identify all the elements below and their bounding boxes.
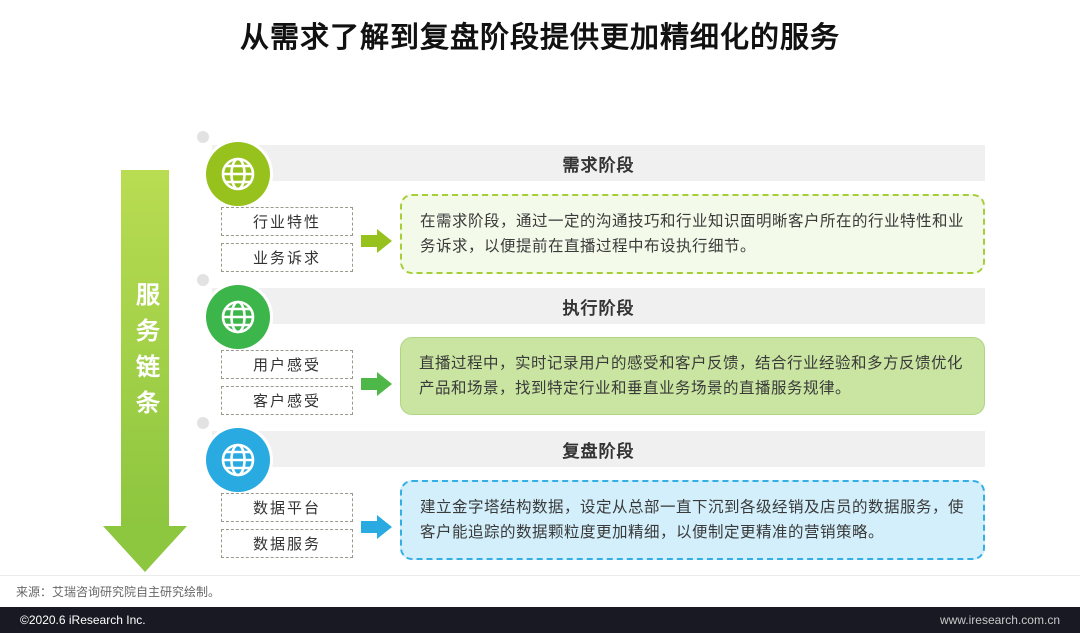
service-chain-arrowhead-icon	[103, 526, 187, 572]
globe-icon	[197, 417, 273, 495]
right-arrow-icon	[361, 229, 393, 253]
tag-list: 用户感受 客户感受	[221, 350, 353, 415]
stage-header-bar: 复盘阶段	[212, 431, 985, 467]
source-row: 来源：艾瑞咨询研究院自主研究绘制。	[0, 575, 1080, 607]
globe-icon	[197, 131, 273, 209]
service-chain-arrow: 服务链条	[103, 170, 187, 572]
stage-name: 执行阶段	[562, 298, 635, 318]
service-chain-label: 服务链条	[131, 282, 159, 426]
stage-description: 建立金字塔结构数据，设定从总部一直下沉到各级经销及店员的数据服务，使客户能追踪的…	[400, 480, 985, 561]
footer-website: www.iresearch.com.cn	[939, 613, 1060, 627]
tag-list: 行业特性 业务诉求	[221, 207, 353, 272]
stage-header-bar: 需求阶段	[212, 145, 985, 181]
decorative-dot-icon	[197, 131, 209, 143]
stage-header-bar: 执行阶段	[212, 288, 985, 324]
stage-name: 复盘阶段	[562, 441, 635, 461]
decorative-dot-icon	[197, 417, 209, 429]
stage-row-demand: 需求阶段 行业特性 业务诉求 在需求阶段，通过一定的沟通技巧和行业知识面明晰客	[0, 131, 1080, 286]
decorative-dot-icon	[197, 274, 209, 286]
footer-copyright: ©2020.6 iResearch Inc.	[20, 613, 146, 627]
tag-user-feeling: 用户感受	[221, 350, 353, 379]
page-title: 从需求了解到复盘阶段提供更加精细化的服务	[239, 22, 840, 54]
tag-industry-trait: 行业特性	[221, 207, 353, 236]
stage-name: 需求阶段	[562, 155, 635, 175]
tag-client-feeling: 客户感受	[221, 386, 353, 415]
stage-description: 在需求阶段，通过一定的沟通技巧和行业知识面明晰客户所在的行业特性和业务诉求，以便…	[400, 194, 985, 275]
tag-data-platform: 数据平台	[221, 493, 353, 522]
right-arrow-icon	[361, 515, 393, 539]
stage-description: 直播过程中，实时记录用户的感受和客户反馈，结合行业经验和多方反馈优化产品和场景，…	[400, 337, 985, 416]
footer-bar: ©2020.6 iResearch Inc. www.iresearch.com…	[0, 607, 1080, 633]
stage-row-review: 复盘阶段 数据平台 数据服务 建立金字塔结构数据，设定从总部一直下沉到各级经销	[0, 417, 1080, 572]
service-chain-shaft: 服务链条	[121, 170, 169, 526]
source-note: 来源：艾瑞咨询研究院自主研究绘制。	[16, 585, 221, 599]
tag-list: 数据平台 数据服务	[221, 493, 353, 558]
stage-row-execution: 执行阶段 用户感受 客户感受 直播过程中，实时记录用户的感受和客户反馈，结合行	[0, 274, 1080, 429]
globe-icon	[197, 274, 273, 352]
tag-business-demand: 业务诉求	[221, 243, 353, 272]
right-arrow-icon	[361, 372, 393, 396]
tag-data-service: 数据服务	[221, 529, 353, 558]
